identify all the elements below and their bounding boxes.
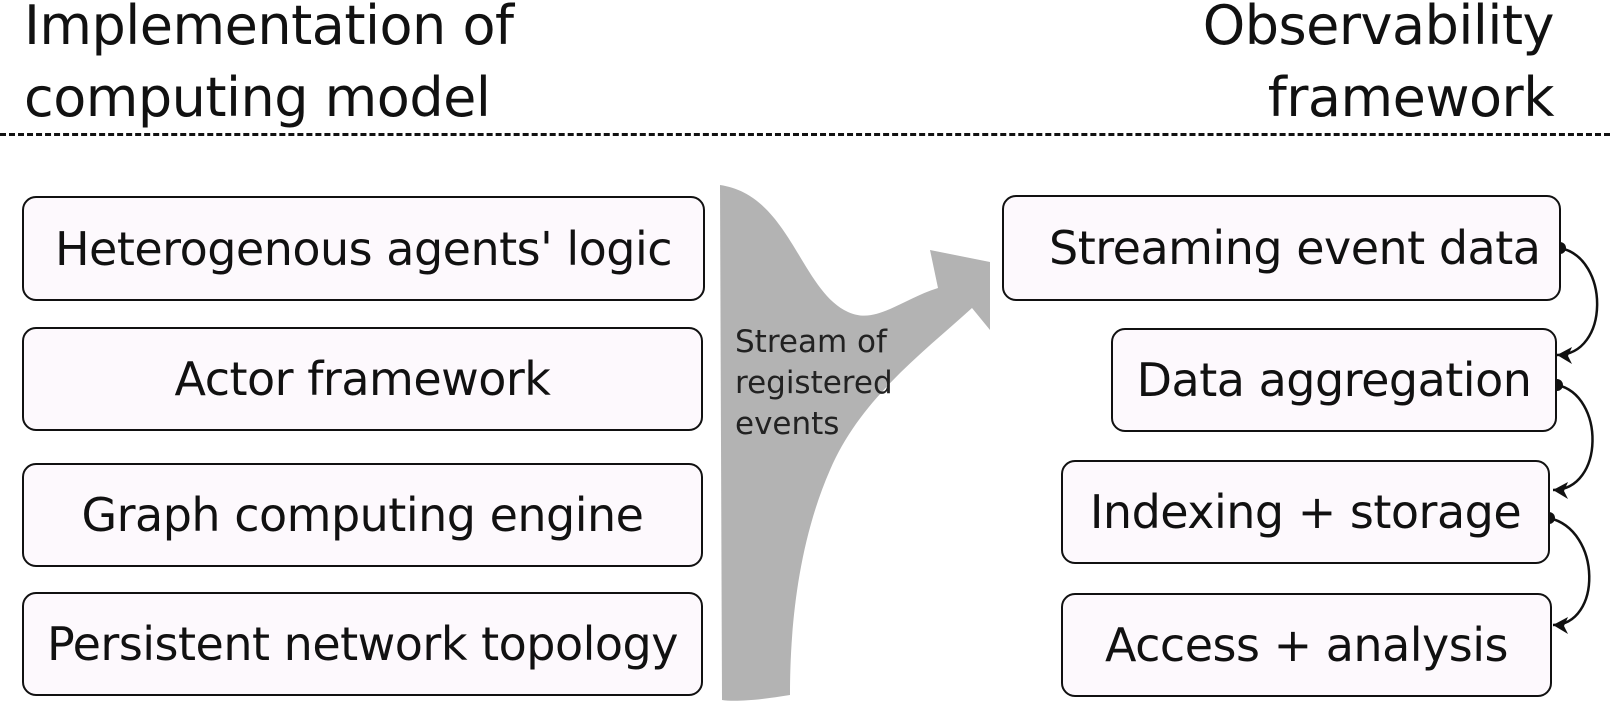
left-heading-line1: Implementation of bbox=[24, 0, 514, 57]
arrowhead-4 bbox=[1553, 617, 1568, 634]
box-data-aggregation: Data aggregation bbox=[1111, 328, 1557, 432]
left-heading-line2: computing model bbox=[24, 66, 491, 129]
dashed-divider bbox=[0, 133, 1610, 136]
arrowhead-2 bbox=[1557, 347, 1572, 364]
connector-2-3 bbox=[1552, 383, 1594, 492]
left-heading: Implementation of computing model bbox=[24, 0, 514, 134]
stream-label-line1: Stream of bbox=[735, 324, 887, 360]
connector-3-4 bbox=[1548, 516, 1591, 627]
connector-1-2 bbox=[1556, 246, 1599, 357]
right-heading: Observability framework bbox=[1202, 0, 1555, 134]
stream-label-line3: events bbox=[735, 406, 840, 442]
box-access-analysis: Access + analysis bbox=[1061, 593, 1552, 697]
box-persistent-network-topology: Persistent network topology bbox=[22, 592, 703, 696]
box-graph-computing-engine: Graph computing engine bbox=[22, 463, 703, 567]
box-streaming-event-data: Streaming event data bbox=[1002, 195, 1561, 301]
box-indexing-storage: Indexing + storage bbox=[1061, 460, 1550, 564]
arrowhead-3 bbox=[1553, 482, 1568, 499]
box-actor-framework: Actor framework bbox=[22, 327, 703, 431]
box-heterogenous-agents-logic: Heterogenous agents' logic bbox=[22, 196, 705, 301]
stream-label-line2: registered bbox=[735, 365, 893, 401]
stream-label: Stream of registered events bbox=[735, 322, 893, 445]
right-heading-line2: framework bbox=[1267, 66, 1555, 129]
stream-arrow-shape bbox=[720, 185, 990, 701]
right-heading-line1: Observability bbox=[1202, 0, 1555, 57]
